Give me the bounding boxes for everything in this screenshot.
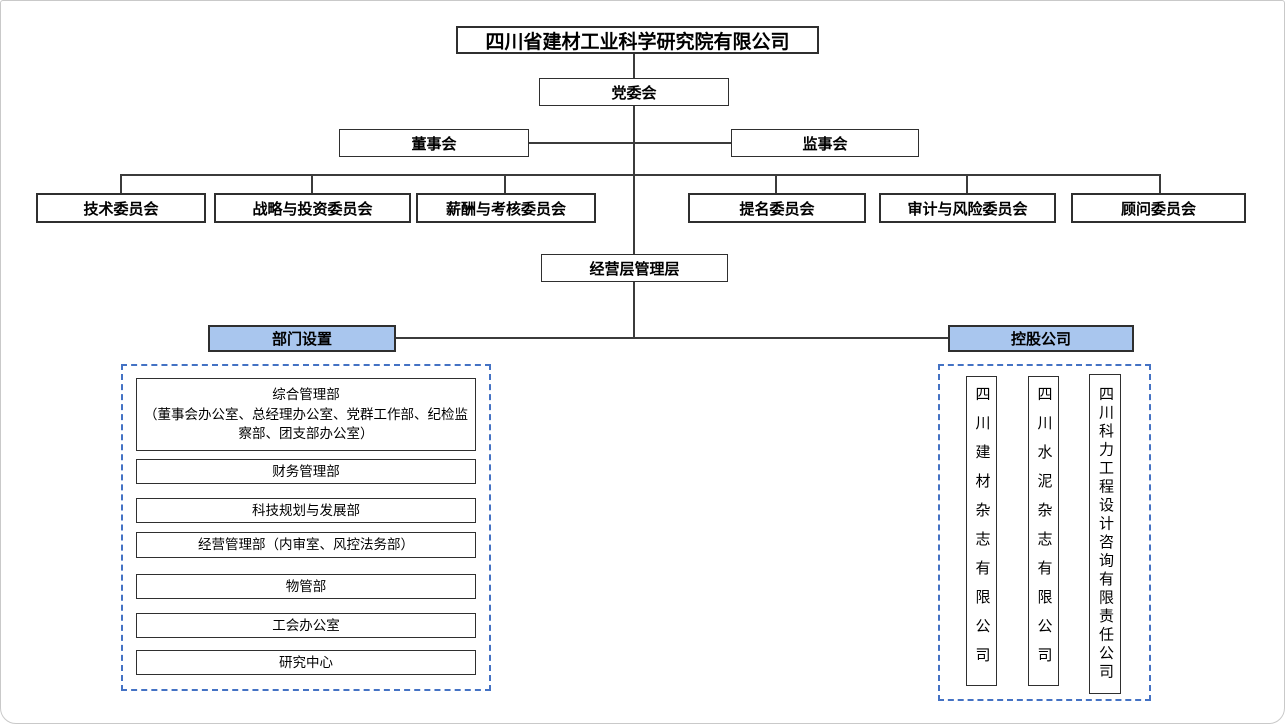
committee-node-audit-risk: 审计与风险委员会 xyxy=(879,193,1056,223)
holding-node-shuini-magazine: 四川水泥杂志有限公司 xyxy=(1028,376,1059,686)
department-node-general-management: 综合管理部 （董事会办公室、总经理办公室、党群工作部、纪检监察部、团支部办公室） xyxy=(136,378,476,451)
departments-header: 部门设置 xyxy=(208,325,396,352)
connector-party-to-management xyxy=(633,105,635,255)
department-node-operation-management: 经营管理部（内审室、风控法务部） xyxy=(136,532,476,558)
supervisory-board-node: 监事会 xyxy=(731,129,919,157)
connector-drop-committee-2 xyxy=(311,174,313,194)
holding-name-vertical: 四川科力工程设计咨询有限责任公司 xyxy=(1097,386,1114,682)
management-node: 经营层管理层 xyxy=(541,254,728,282)
department-node-union-office: 工会办公室 xyxy=(136,613,476,638)
holdings-group-outline xyxy=(938,364,1151,701)
connector-drop-committee-6 xyxy=(1159,174,1161,194)
committee-node-technology: 技术委员会 xyxy=(36,193,206,223)
holding-node-jiancai-magazine: 四川建材杂志有限公司 xyxy=(966,376,997,686)
department-node-property: 物管部 xyxy=(136,574,476,599)
department-node-research-center: 研究中心 xyxy=(136,650,476,675)
department-node-finance: 财务管理部 xyxy=(136,459,476,484)
connector-drop-committee-1 xyxy=(120,174,122,194)
department-name: 综合管理部 xyxy=(272,387,340,403)
committee-node-compensation-appraisal: 薪酬与考核委员会 xyxy=(416,193,596,223)
committee-node-nomination: 提名委员会 xyxy=(688,193,866,223)
connector-dept-holding xyxy=(396,337,949,339)
holding-name-vertical: 四川建材杂志有限公司 xyxy=(973,386,991,676)
committee-node-advisory: 顾问委员会 xyxy=(1071,193,1246,223)
connector-drop-committee-4 xyxy=(775,174,777,194)
connector-board-supervisory xyxy=(529,142,731,144)
board-node: 董事会 xyxy=(339,129,529,157)
departments-group-outline xyxy=(121,364,491,691)
connector-drop-committee-3 xyxy=(504,174,506,194)
connector-committee-trunk xyxy=(120,174,1161,176)
connector-management-down xyxy=(633,282,635,339)
holding-node-keli-engineering: 四川科力工程设计咨询有限责任公司 xyxy=(1089,374,1121,694)
holding-name-vertical: 四川水泥杂志有限公司 xyxy=(1035,386,1053,676)
org-root-node: 四川省建材工业科学研究院有限公司 xyxy=(456,26,819,54)
committee-node-strategy-investment: 战略与投资委员会 xyxy=(214,193,411,223)
connector-drop-committee-5 xyxy=(966,174,968,194)
party-committee-node: 党委会 xyxy=(539,78,729,106)
department-detail: （董事会办公室、总经理办公室、党群工作部、纪检监察部、团支部办公室） xyxy=(144,406,468,442)
connector-root-to-party xyxy=(633,53,635,79)
department-node-sci-tech-planning: 科技规划与发展部 xyxy=(136,498,476,523)
holdings-header: 控股公司 xyxy=(948,325,1134,352)
